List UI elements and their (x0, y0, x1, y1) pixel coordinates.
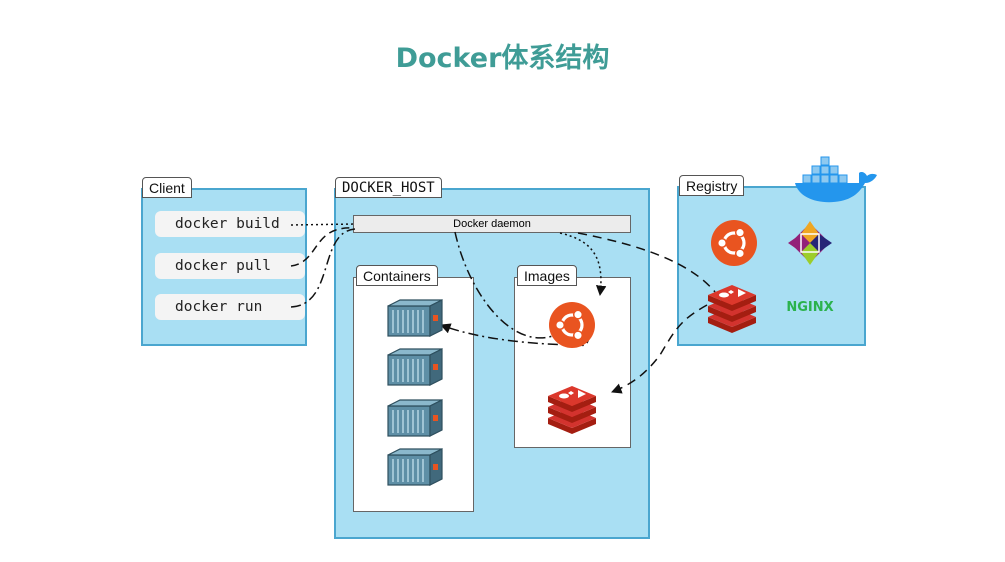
docker-build-command[interactable]: docker build (155, 211, 305, 237)
run-to-container-arrow (440, 231, 590, 347)
images-label: Images (517, 265, 577, 286)
ubuntu-icon (709, 218, 759, 268)
registry-label: Registry (679, 175, 745, 196)
docker-daemon-bar: Docker daemon (353, 215, 631, 233)
redis-icon (708, 285, 756, 333)
nginx-icon: NGINX (786, 300, 833, 315)
pull-line (290, 227, 354, 267)
container-icon (387, 348, 443, 386)
docker-host-label: DOCKER_HOST (335, 177, 442, 198)
redis-icon (548, 386, 596, 434)
docker-pull-command[interactable]: docker pull (155, 253, 305, 279)
container-icon (387, 299, 443, 337)
connection-lines (290, 223, 716, 394)
page-title: Docker体系结构 (395, 43, 610, 74)
run-line (290, 228, 356, 308)
docker-whale-icon (795, 156, 877, 203)
build-line (290, 223, 356, 226)
client-label: Client (142, 177, 192, 198)
ubuntu-icon (547, 300, 597, 350)
centos-icon (788, 221, 832, 265)
docker-run-command[interactable]: docker run (155, 294, 305, 320)
container-icon (387, 399, 443, 437)
containers-label: Containers (356, 265, 438, 286)
build-to-image-arrow (559, 232, 607, 297)
registry-to-image-arrow (611, 304, 708, 394)
pull-to-registry-line (577, 232, 716, 293)
container-icon (387, 448, 443, 486)
